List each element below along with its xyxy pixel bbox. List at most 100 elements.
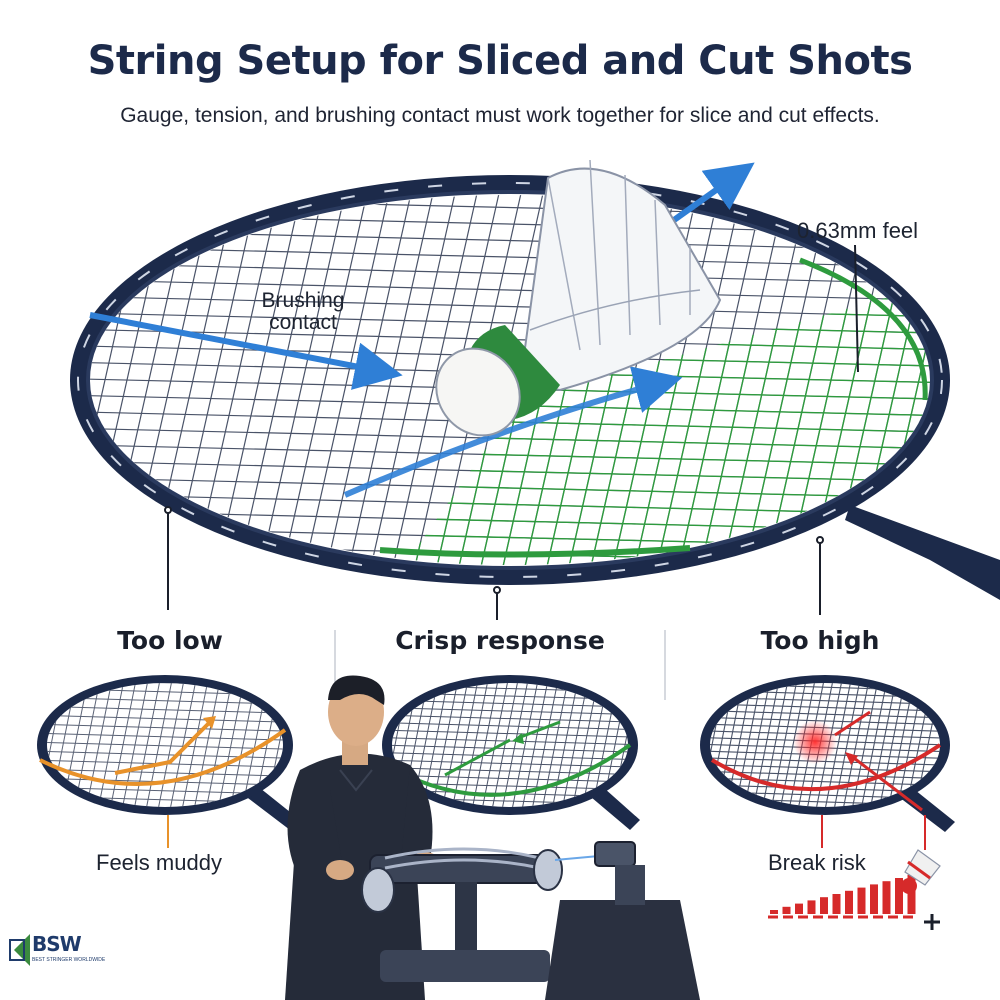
panel3-main-string (858, 683, 890, 807)
racket-main-string (279, 195, 371, 565)
panel1-cross-string (47, 750, 283, 759)
panel1-main-string (0, 670, 30, 820)
frame-grommets (77, 182, 943, 578)
green-cross-string (380, 443, 930, 468)
green-cross-string (380, 426, 930, 451)
panel2-cross-string (392, 744, 628, 753)
racket-main-string (367, 195, 459, 565)
green-main-string (653, 280, 745, 565)
gauge-leader (854, 244, 859, 373)
panel3-main-string (768, 683, 800, 807)
risk-bar (907, 874, 916, 914)
racket-main-string (301, 195, 393, 565)
panel2-cross-string (392, 722, 628, 731)
panel3-cross-string (710, 716, 940, 726)
panel2-main-string (529, 683, 561, 807)
panel1-cross-string (47, 732, 283, 741)
frame-accent-bottom (379, 545, 691, 558)
brushing-label-line1: Brushing (261, 289, 345, 312)
risk-bar (807, 900, 816, 914)
green-main-string (719, 280, 811, 565)
risk-bar (895, 878, 903, 914)
racket-cross-string (90, 261, 930, 286)
panel1-main-string (167, 683, 199, 807)
panel-too-low-racket (0, 670, 300, 848)
risk-bar (882, 881, 891, 914)
bsw-logo: BSW BEST STRINGER WORLDWIDE (10, 930, 105, 978)
brushing-callout: Brushing contact (243, 290, 363, 334)
racket-main-string (0, 180, 62, 580)
risk-bar (832, 894, 841, 914)
panel2-main-string (519, 683, 551, 807)
page-title: String Setup for Sliced and Cut Shots (87, 38, 913, 84)
panel1-main-string (155, 683, 187, 807)
green-cross-string (380, 459, 930, 484)
panel-heading-crisp: Crisp response (395, 626, 605, 655)
green-cross-string (380, 410, 930, 435)
panel1-main-string (191, 683, 223, 807)
brushing-label-line2: contact (269, 311, 337, 334)
green-main-string (741, 280, 833, 565)
racket-main-string (257, 195, 349, 565)
panel2-cross-string (392, 767, 628, 776)
small-shuttle-icon (901, 849, 941, 894)
page-subtitle: Gauge, tension, and brushing contact mus… (120, 104, 880, 127)
panel-heading-too-low: Too low (117, 626, 223, 655)
racket-main-string (235, 195, 327, 565)
risk-bar (820, 897, 828, 914)
green-main-string (675, 280, 767, 565)
racket-main-string (389, 195, 481, 565)
panel1-main-string (95, 683, 127, 807)
risk-bar (845, 890, 853, 914)
shuttlecock-icon (435, 159, 722, 437)
panel2-cross-string (392, 759, 628, 768)
green-main-string (565, 280, 657, 565)
panel1-cross-string (47, 768, 283, 777)
panel3-main-string (777, 683, 809, 807)
panel1-cross-string (47, 714, 283, 723)
risk-bar (770, 910, 778, 914)
panel3-cross-string (710, 777, 940, 787)
break-risk-meter (770, 874, 916, 914)
racket-cross-string (90, 278, 930, 303)
panel3-cross-string (700, 819, 950, 827)
panel1-main-string (143, 683, 175, 807)
caption-feels-muddy: Feels muddy (96, 850, 222, 875)
panel3-main-string (759, 683, 791, 807)
risk-bar (857, 887, 866, 914)
panel2-cross-string (392, 752, 628, 761)
cut-arrow (343, 366, 683, 498)
racket-shaft (845, 505, 1000, 600)
caption-break-risk: Break risk (768, 850, 866, 875)
panel-too-high-racket (670, 670, 955, 850)
panel2-cross-string (392, 774, 628, 783)
racket-main-string (0, 180, 40, 580)
panel1-cross-string (47, 723, 283, 732)
logo-subtitle: BEST STRINGER WORLDWIDE (32, 957, 106, 963)
risk-bar (870, 884, 878, 914)
risk-bar (782, 906, 791, 914)
gauge-callout: 0.63mm feel (797, 218, 919, 243)
stringing-machine-icon (361, 841, 700, 1000)
panel-heading-too-high: Too high (760, 626, 880, 655)
green-main-string (0, 180, 62, 580)
stringer-person-icon (285, 675, 439, 1000)
panel3-cross-string (710, 763, 940, 773)
bsw-logo-mark (9, 934, 30, 966)
panel1-cross-string (30, 814, 300, 822)
panel2-cross-string (392, 714, 628, 723)
panel1-cross-string (47, 705, 283, 714)
panel2-cross-string (392, 729, 628, 738)
panel3-cross-string (710, 770, 940, 780)
panel1-main-string (179, 683, 211, 807)
panel3-cross-string (710, 703, 940, 712)
brushing-arrow (89, 312, 403, 390)
panel3-cross-string (710, 709, 940, 719)
risk-bar (795, 903, 803, 914)
panel3-main-string (670, 670, 700, 820)
green-main-string (697, 280, 789, 565)
racket-main-string (213, 195, 305, 565)
logo-text: BSW (32, 932, 82, 956)
